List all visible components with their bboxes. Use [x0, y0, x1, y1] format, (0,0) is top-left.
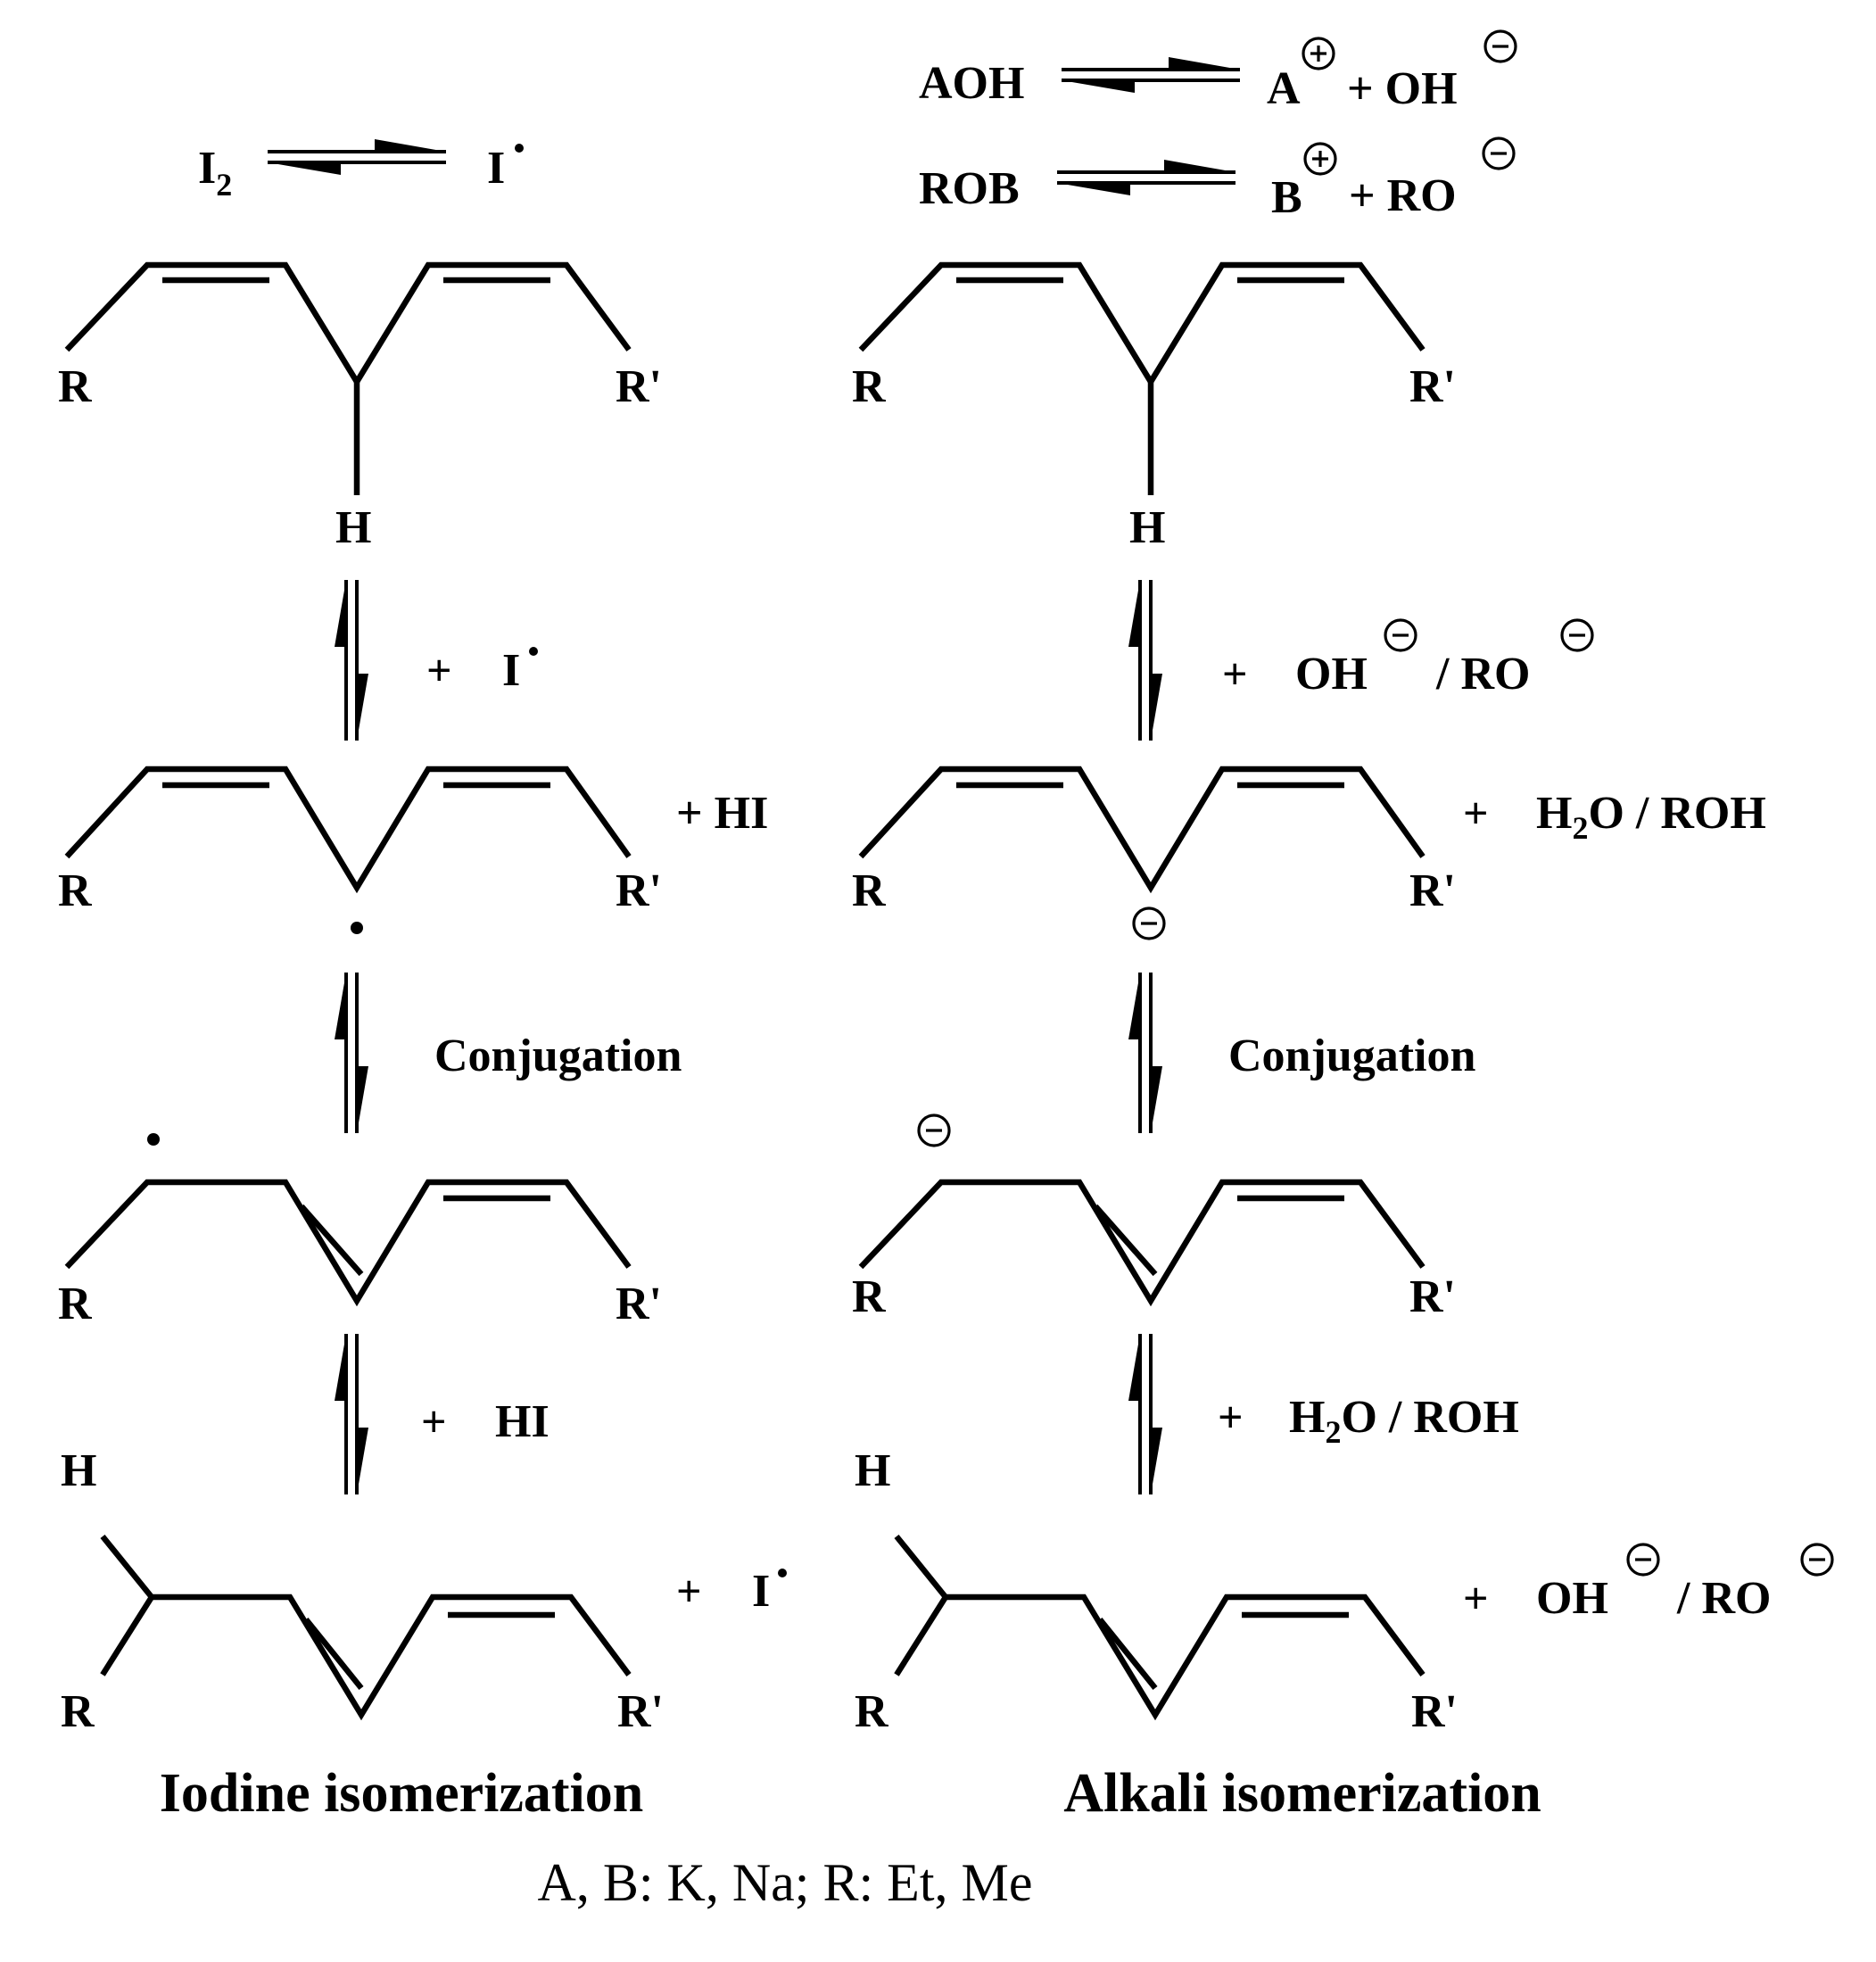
carbanion-intermediate-structure	[861, 769, 1423, 888]
alkoxide-reagent: / RO	[1435, 649, 1530, 700]
substituent-r-prime: R'	[1409, 361, 1456, 412]
radical-intermediate-structure	[67, 769, 629, 888]
substituent-r: R	[852, 865, 887, 916]
plus-sign: +	[676, 1566, 702, 1616]
radical-dot-icon	[351, 922, 363, 934]
equilibrium-arrow-icon	[1060, 55, 1242, 95]
water-alcohol-byproduct: H2O / ROH	[1536, 788, 1766, 846]
positive-charge-icon	[1302, 37, 1335, 70]
substituent-r: R	[852, 361, 887, 412]
alkoxide-product: / RO	[1676, 1573, 1771, 1624]
negative-charge-icon	[1132, 906, 1166, 940]
conjugated-carbanion-structure	[861, 1182, 1423, 1301]
plus-sign: +	[1463, 788, 1489, 838]
aoh-label: AOH	[919, 58, 1024, 109]
equilibrium-arrow-icon	[333, 1332, 370, 1496]
iodine-radical-product: I	[752, 1566, 770, 1617]
substituent-r-prime: R'	[616, 865, 662, 916]
conjugated-diene-product	[897, 1536, 1423, 1715]
hydrogen-label: H	[335, 502, 371, 553]
iodine-title: Iodine isomerization	[160, 1763, 643, 1824]
plus-sign: +	[426, 645, 452, 695]
equilibrium-arrow-icon	[1127, 1332, 1164, 1496]
substituent-r-prime: R'	[1409, 1271, 1456, 1322]
equilibrium-arrow-icon	[266, 137, 448, 177]
conjugated-radical-structure	[67, 1182, 629, 1301]
negative-charge-icon	[1384, 618, 1417, 652]
skipped-diene-structure	[861, 265, 1423, 495]
substituent-r-prime: R'	[1409, 865, 1456, 916]
hydroxide-reagent: OH	[1295, 649, 1368, 700]
hydrogen-label: H	[1129, 502, 1165, 553]
negative-charge-icon	[1483, 29, 1517, 63]
radical-dot-icon	[147, 1133, 160, 1146]
substituent-r: R	[61, 1686, 95, 1737]
substituent-r-prime: R'	[616, 361, 662, 412]
cation-a: A	[1267, 63, 1301, 114]
hydrogen-label: H	[61, 1445, 96, 1496]
radical-dot-icon	[529, 647, 538, 656]
substituent-r-prime: R'	[1411, 1686, 1458, 1737]
negative-charge-icon	[1482, 137, 1516, 170]
substituent-r: R	[855, 1686, 889, 1737]
hydroxide-label: + OH	[1347, 63, 1458, 114]
conjugation-label: Conjugation	[434, 1031, 682, 1081]
hydrogen-label: H	[855, 1445, 890, 1496]
plus-sign: +	[1218, 1392, 1244, 1442]
iodine-radical-reagent: I	[502, 645, 520, 696]
conjugated-diene-product	[103, 1536, 629, 1715]
iodine-molecule: I2	[198, 143, 232, 203]
negative-charge-icon	[1560, 618, 1594, 652]
alkali-title: Alkali isomerization	[1063, 1763, 1541, 1824]
hi-byproduct: + HI	[676, 788, 768, 839]
equilibrium-arrow-icon	[1055, 158, 1237, 197]
alkali-pathway: AOH A + OH ROB B + RO R R' H R R' Co	[852, 29, 1834, 1824]
positive-charge-icon	[1303, 142, 1337, 176]
substituent-r-prime: R'	[617, 1686, 664, 1737]
radical-dot-icon	[515, 144, 524, 153]
iodine-radical: I	[487, 143, 505, 194]
equilibrium-arrow-icon	[333, 578, 370, 742]
hi-reagent: HI	[495, 1396, 550, 1447]
negative-charge-icon	[1800, 1543, 1834, 1577]
rob-label: ROB	[919, 163, 1020, 214]
iodine-pathway: I2 I R R' H + I R R' + HI Conjugation R …	[58, 137, 787, 1824]
substituent-r: R	[58, 865, 93, 916]
substituent-r: R	[852, 1271, 887, 1322]
water-alcohol-reagent: H2O / ROH	[1289, 1392, 1519, 1450]
plus-sign: +	[421, 1396, 447, 1446]
substituent-r: R	[58, 361, 93, 412]
conjugation-label: Conjugation	[1228, 1031, 1475, 1081]
plus-sign: +	[1463, 1573, 1489, 1623]
radical-dot-icon	[778, 1569, 787, 1577]
plus-sign: +	[1222, 649, 1248, 699]
negative-charge-icon	[1626, 1543, 1660, 1577]
cation-b: B	[1271, 172, 1302, 223]
negative-charge-icon	[917, 1113, 951, 1147]
substituent-r: R	[58, 1279, 93, 1329]
equilibrium-arrow-icon	[333, 971, 370, 1135]
footnote: A, B: K, Na; R: Et, Me	[538, 1853, 1033, 1912]
skipped-diene-structure	[67, 265, 629, 495]
substituent-r-prime: R'	[616, 1279, 662, 1329]
alkoxide-label: + RO	[1349, 170, 1457, 221]
hydroxide-product: OH	[1536, 1573, 1608, 1624]
equilibrium-arrow-icon	[1127, 578, 1164, 742]
equilibrium-arrow-icon	[1127, 971, 1164, 1135]
